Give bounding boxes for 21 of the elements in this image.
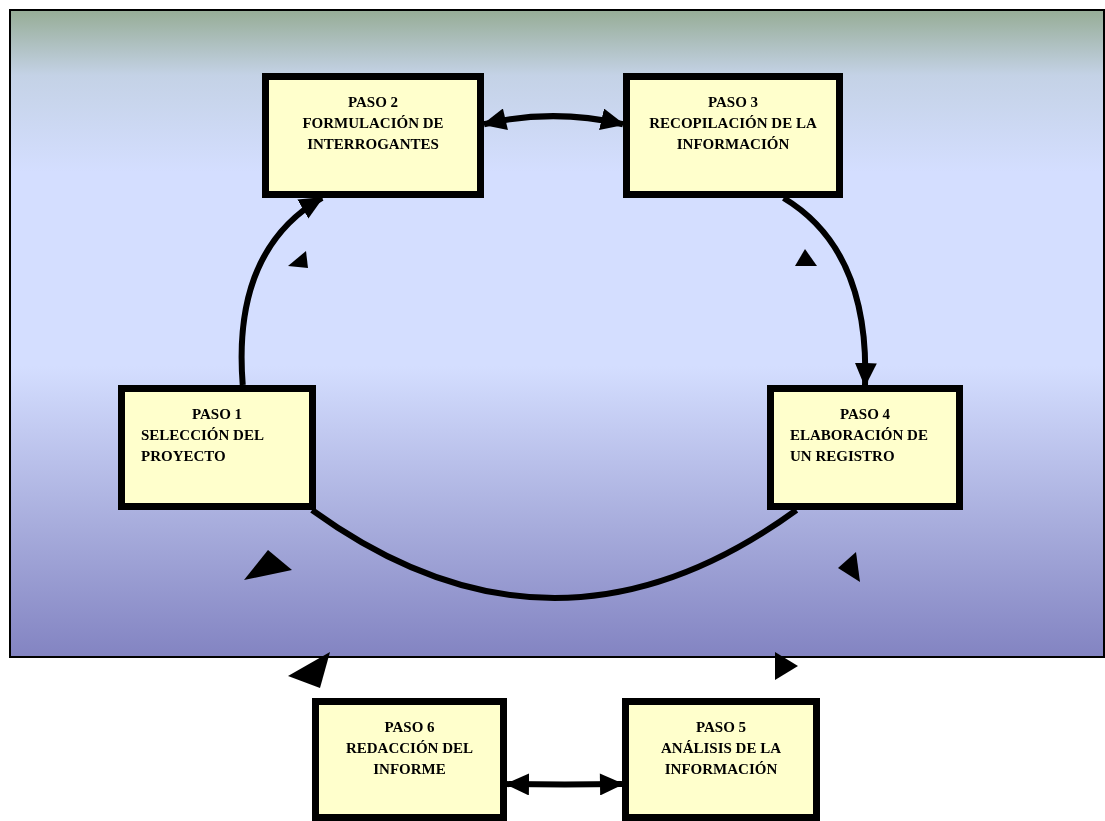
step-number: PASO 1: [191, 405, 243, 424]
step-title: ELABORACIÓN DE UN REGISTRO: [790, 426, 929, 466]
step-number: PASO 5: [695, 718, 747, 737]
step-title: RECOPILACIÓN DE LA INFORMACIÓN: [648, 114, 818, 154]
connector-line: [310, 507, 799, 601]
step-title: REDACCIÓN DEL INFORME: [344, 739, 475, 779]
connector-arrow: [505, 773, 624, 796]
step-box: [623, 73, 843, 198]
step-box: [767, 385, 963, 510]
step-box: [118, 385, 316, 510]
step-title: SELECCIÓN DEL PROYECTO: [141, 426, 265, 466]
step-box: [262, 73, 484, 198]
step-title: ANÁLISIS DE LA INFORMACIÓN: [659, 739, 782, 779]
step-number: PASO 4: [839, 405, 891, 424]
step-title: FORMULACIÓN DE INTERROGANTES: [301, 114, 445, 154]
step-number: PASO 2: [347, 93, 399, 112]
step-box: [312, 698, 507, 821]
step-number: PASO 3: [707, 93, 759, 112]
step-box: [622, 698, 820, 821]
step-number: PASO 6: [384, 718, 435, 737]
connector-arrow: [482, 108, 625, 131]
